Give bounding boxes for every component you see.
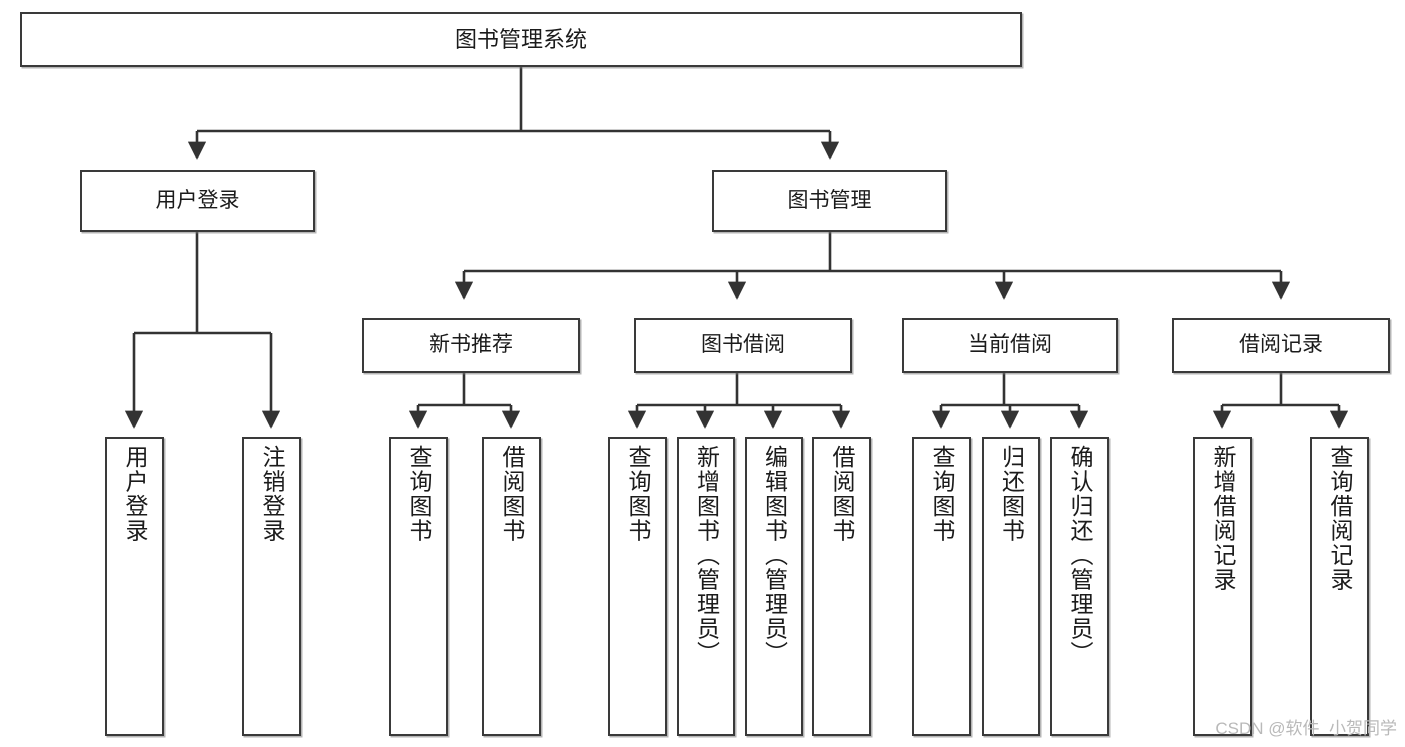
watermark: CSDN @软件_小贺同学 bbox=[1215, 719, 1397, 738]
node-book-borrow-label: 图书借阅 bbox=[701, 333, 785, 357]
node-book-management-label: 图书管理 bbox=[787, 188, 872, 212]
leaf-edit-book-admin[interactable]: 编辑图书（管理员） bbox=[745, 437, 803, 736]
leaf-confirm-return-admin[interactable]: 确认归还（管理员） bbox=[1050, 437, 1109, 736]
leaf-confirm-return-admin-label: 确认归还（管理员） bbox=[1067, 445, 1093, 666]
leaf-search-book-borrow-label: 查询图书 bbox=[625, 445, 651, 543]
leaf-search-book-recommend-label: 查询图书 bbox=[406, 445, 432, 543]
leaf-add-borrow-record[interactable]: 新增借阅记录 bbox=[1193, 437, 1252, 736]
leaf-borrow-book-label: 借阅图书 bbox=[829, 445, 855, 543]
leaf-add-book-admin-label: 新增图书（管理员） bbox=[693, 445, 720, 666]
node-user-login-label: 用户登录 bbox=[155, 188, 240, 212]
leaf-search-borrow-record-label: 查询借阅记录 bbox=[1327, 445, 1353, 592]
node-new-book-recommend[interactable]: 新书推荐 bbox=[362, 318, 580, 373]
node-root-label: 图书管理系统 bbox=[454, 26, 587, 52]
leaf-user-login-label: 用户登录 bbox=[122, 445, 148, 543]
node-root[interactable]: 图书管理系统 bbox=[20, 12, 1022, 67]
leaf-add-borrow-record-label: 新增借阅记录 bbox=[1210, 445, 1236, 592]
node-current-borrow[interactable]: 当前借阅 bbox=[902, 318, 1118, 373]
node-book-borrow[interactable]: 图书借阅 bbox=[634, 318, 852, 373]
leaf-borrow-book-recommend[interactable]: 借阅图书 bbox=[482, 437, 541, 736]
leaf-search-book-borrow[interactable]: 查询图书 bbox=[608, 437, 667, 736]
leaf-edit-book-admin-label: 编辑图书（管理员） bbox=[761, 445, 788, 666]
leaf-search-book-current[interactable]: 查询图书 bbox=[912, 437, 971, 736]
leaf-borrow-book-recommend-label: 借阅图书 bbox=[499, 445, 525, 543]
leaf-logout-label: 注销登录 bbox=[259, 445, 285, 543]
leaf-user-login[interactable]: 用户登录 bbox=[105, 437, 164, 736]
node-new-book-recommend-label: 新书推荐 bbox=[429, 333, 513, 357]
leaf-search-book-current-label: 查询图书 bbox=[929, 445, 955, 543]
node-borrow-records-label: 借阅记录 bbox=[1239, 333, 1323, 357]
node-borrow-records[interactable]: 借阅记录 bbox=[1172, 318, 1390, 373]
leaf-search-book-recommend[interactable]: 查询图书 bbox=[389, 437, 448, 736]
leaf-logout[interactable]: 注销登录 bbox=[242, 437, 301, 736]
leaf-return-book-label: 归还图书 bbox=[998, 445, 1025, 543]
leaf-add-book-admin[interactable]: 新增图书（管理员） bbox=[677, 437, 735, 736]
leaf-search-borrow-record[interactable]: 查询借阅记录 bbox=[1310, 437, 1369, 736]
leaf-return-book[interactable]: 归还图书 bbox=[982, 437, 1040, 736]
node-book-management[interactable]: 图书管理 bbox=[712, 170, 947, 232]
node-current-borrow-label: 当前借阅 bbox=[968, 333, 1052, 357]
leaf-borrow-book[interactable]: 借阅图书 bbox=[812, 437, 871, 736]
node-user-login[interactable]: 用户登录 bbox=[80, 170, 315, 232]
